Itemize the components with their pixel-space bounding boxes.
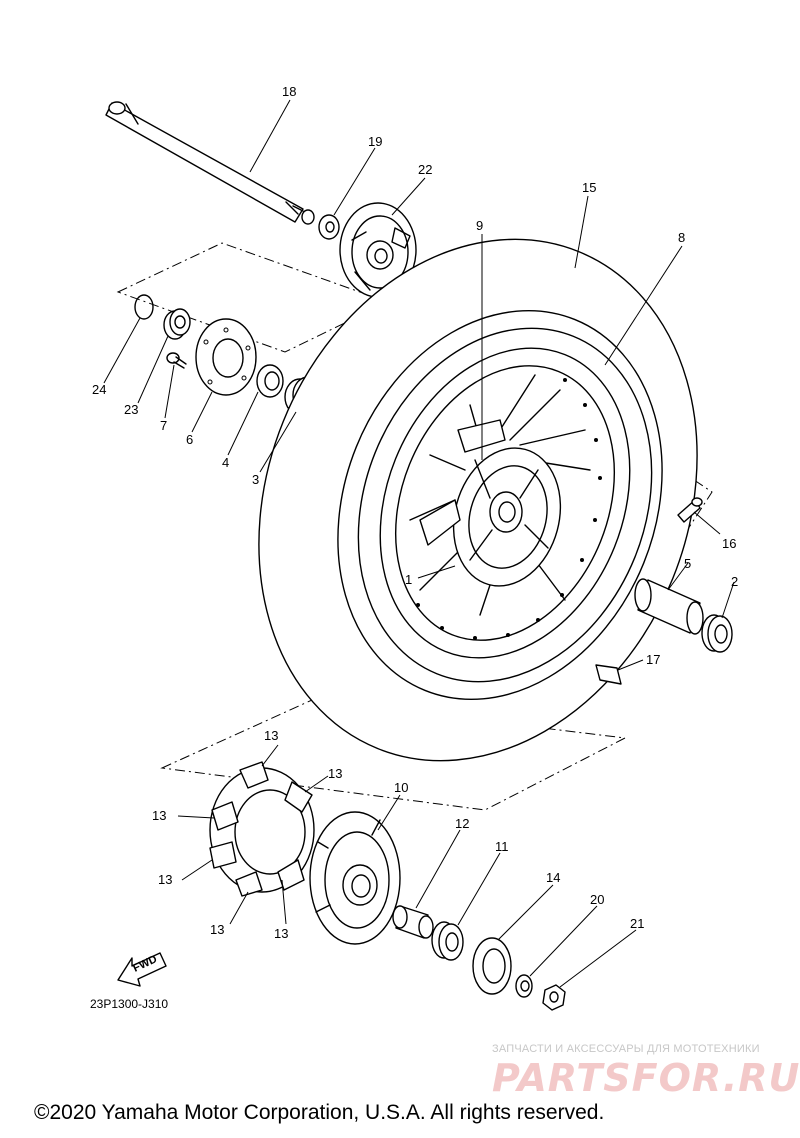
watermark-logo: PARTSFOR.RU xyxy=(492,1056,800,1100)
wheel-hub xyxy=(419,419,562,587)
oil-seal-4 xyxy=(256,364,284,398)
damper-assembly xyxy=(209,761,315,897)
o-ring xyxy=(134,294,154,320)
callout-13-bottom-left: 13 xyxy=(210,922,224,937)
valve-16 xyxy=(677,497,703,523)
parts-diagram: FWD 18 19 22 15 xyxy=(92,84,738,1011)
callout-13-left: 13 xyxy=(152,808,166,823)
nut-21 xyxy=(542,984,566,1011)
axle-shaft xyxy=(105,101,315,225)
callout-13-top: 13 xyxy=(264,728,278,743)
callout-9: 9 xyxy=(476,218,483,233)
sprocket-hub xyxy=(309,811,401,945)
callout-2: 2 xyxy=(731,574,738,589)
balance-weight xyxy=(595,664,622,685)
fwd-arrow-icon: FWD xyxy=(117,952,167,987)
collar-cover xyxy=(339,202,417,298)
drawing-code: 23P1300-J310 xyxy=(90,997,169,1011)
callout-20: 20 xyxy=(590,892,604,907)
copyright-notice: ©2020 Yamaha Motor Corporation, U.S.A. A… xyxy=(34,1101,605,1124)
collar-12 xyxy=(392,905,434,939)
callout-1: 1 xyxy=(405,572,412,587)
collar-23 xyxy=(163,308,191,340)
callout-4: 4 xyxy=(222,455,229,470)
bearing-11 xyxy=(431,921,464,961)
callout-labels: 18 19 22 15 9 8 24 23 7 6 4 3 16 1 5 2 1… xyxy=(92,84,738,941)
group-box-damper xyxy=(160,699,627,811)
callout-22: 22 xyxy=(418,162,432,177)
callout-7: 7 xyxy=(160,418,167,433)
callout-8: 8 xyxy=(678,230,685,245)
rim-holes xyxy=(416,378,602,640)
washer-20 xyxy=(515,974,533,998)
callout-14: 14 xyxy=(546,870,560,885)
callout-12: 12 xyxy=(455,816,469,831)
callout-16: 16 xyxy=(722,536,736,551)
callout-18: 18 xyxy=(282,84,296,99)
callout-11: 11 xyxy=(495,839,509,854)
washer-19 xyxy=(318,214,340,240)
callout-19: 19 xyxy=(368,134,382,149)
callout-10: 10 xyxy=(394,780,408,795)
callout-6: 6 xyxy=(186,432,193,447)
callout-23: 23 xyxy=(124,402,138,417)
callout-13-upper-right: 13 xyxy=(328,766,342,781)
callout-3: 3 xyxy=(252,472,259,487)
leader-lines xyxy=(103,99,735,988)
callout-21: 21 xyxy=(630,916,644,931)
bolt-7 xyxy=(166,352,187,369)
oil-seal-14 xyxy=(472,937,512,995)
watermark-tagline: ЗАПЧАСТИ И АКСЕССУАРЫ ДЛЯ МОТОТЕХНИКИ xyxy=(492,1043,760,1055)
callout-13-bottom-right: 13 xyxy=(274,926,288,941)
wheel-rim xyxy=(379,347,631,659)
spacer-5 xyxy=(634,578,704,635)
bearing-2 xyxy=(701,614,733,653)
callout-17: 17 xyxy=(646,652,660,667)
callout-5: 5 xyxy=(684,556,691,571)
disc-plate xyxy=(195,318,257,396)
callout-24: 24 xyxy=(92,382,106,397)
callout-15: 15 xyxy=(582,180,596,195)
callout-13-lower-left: 13 xyxy=(158,872,172,887)
